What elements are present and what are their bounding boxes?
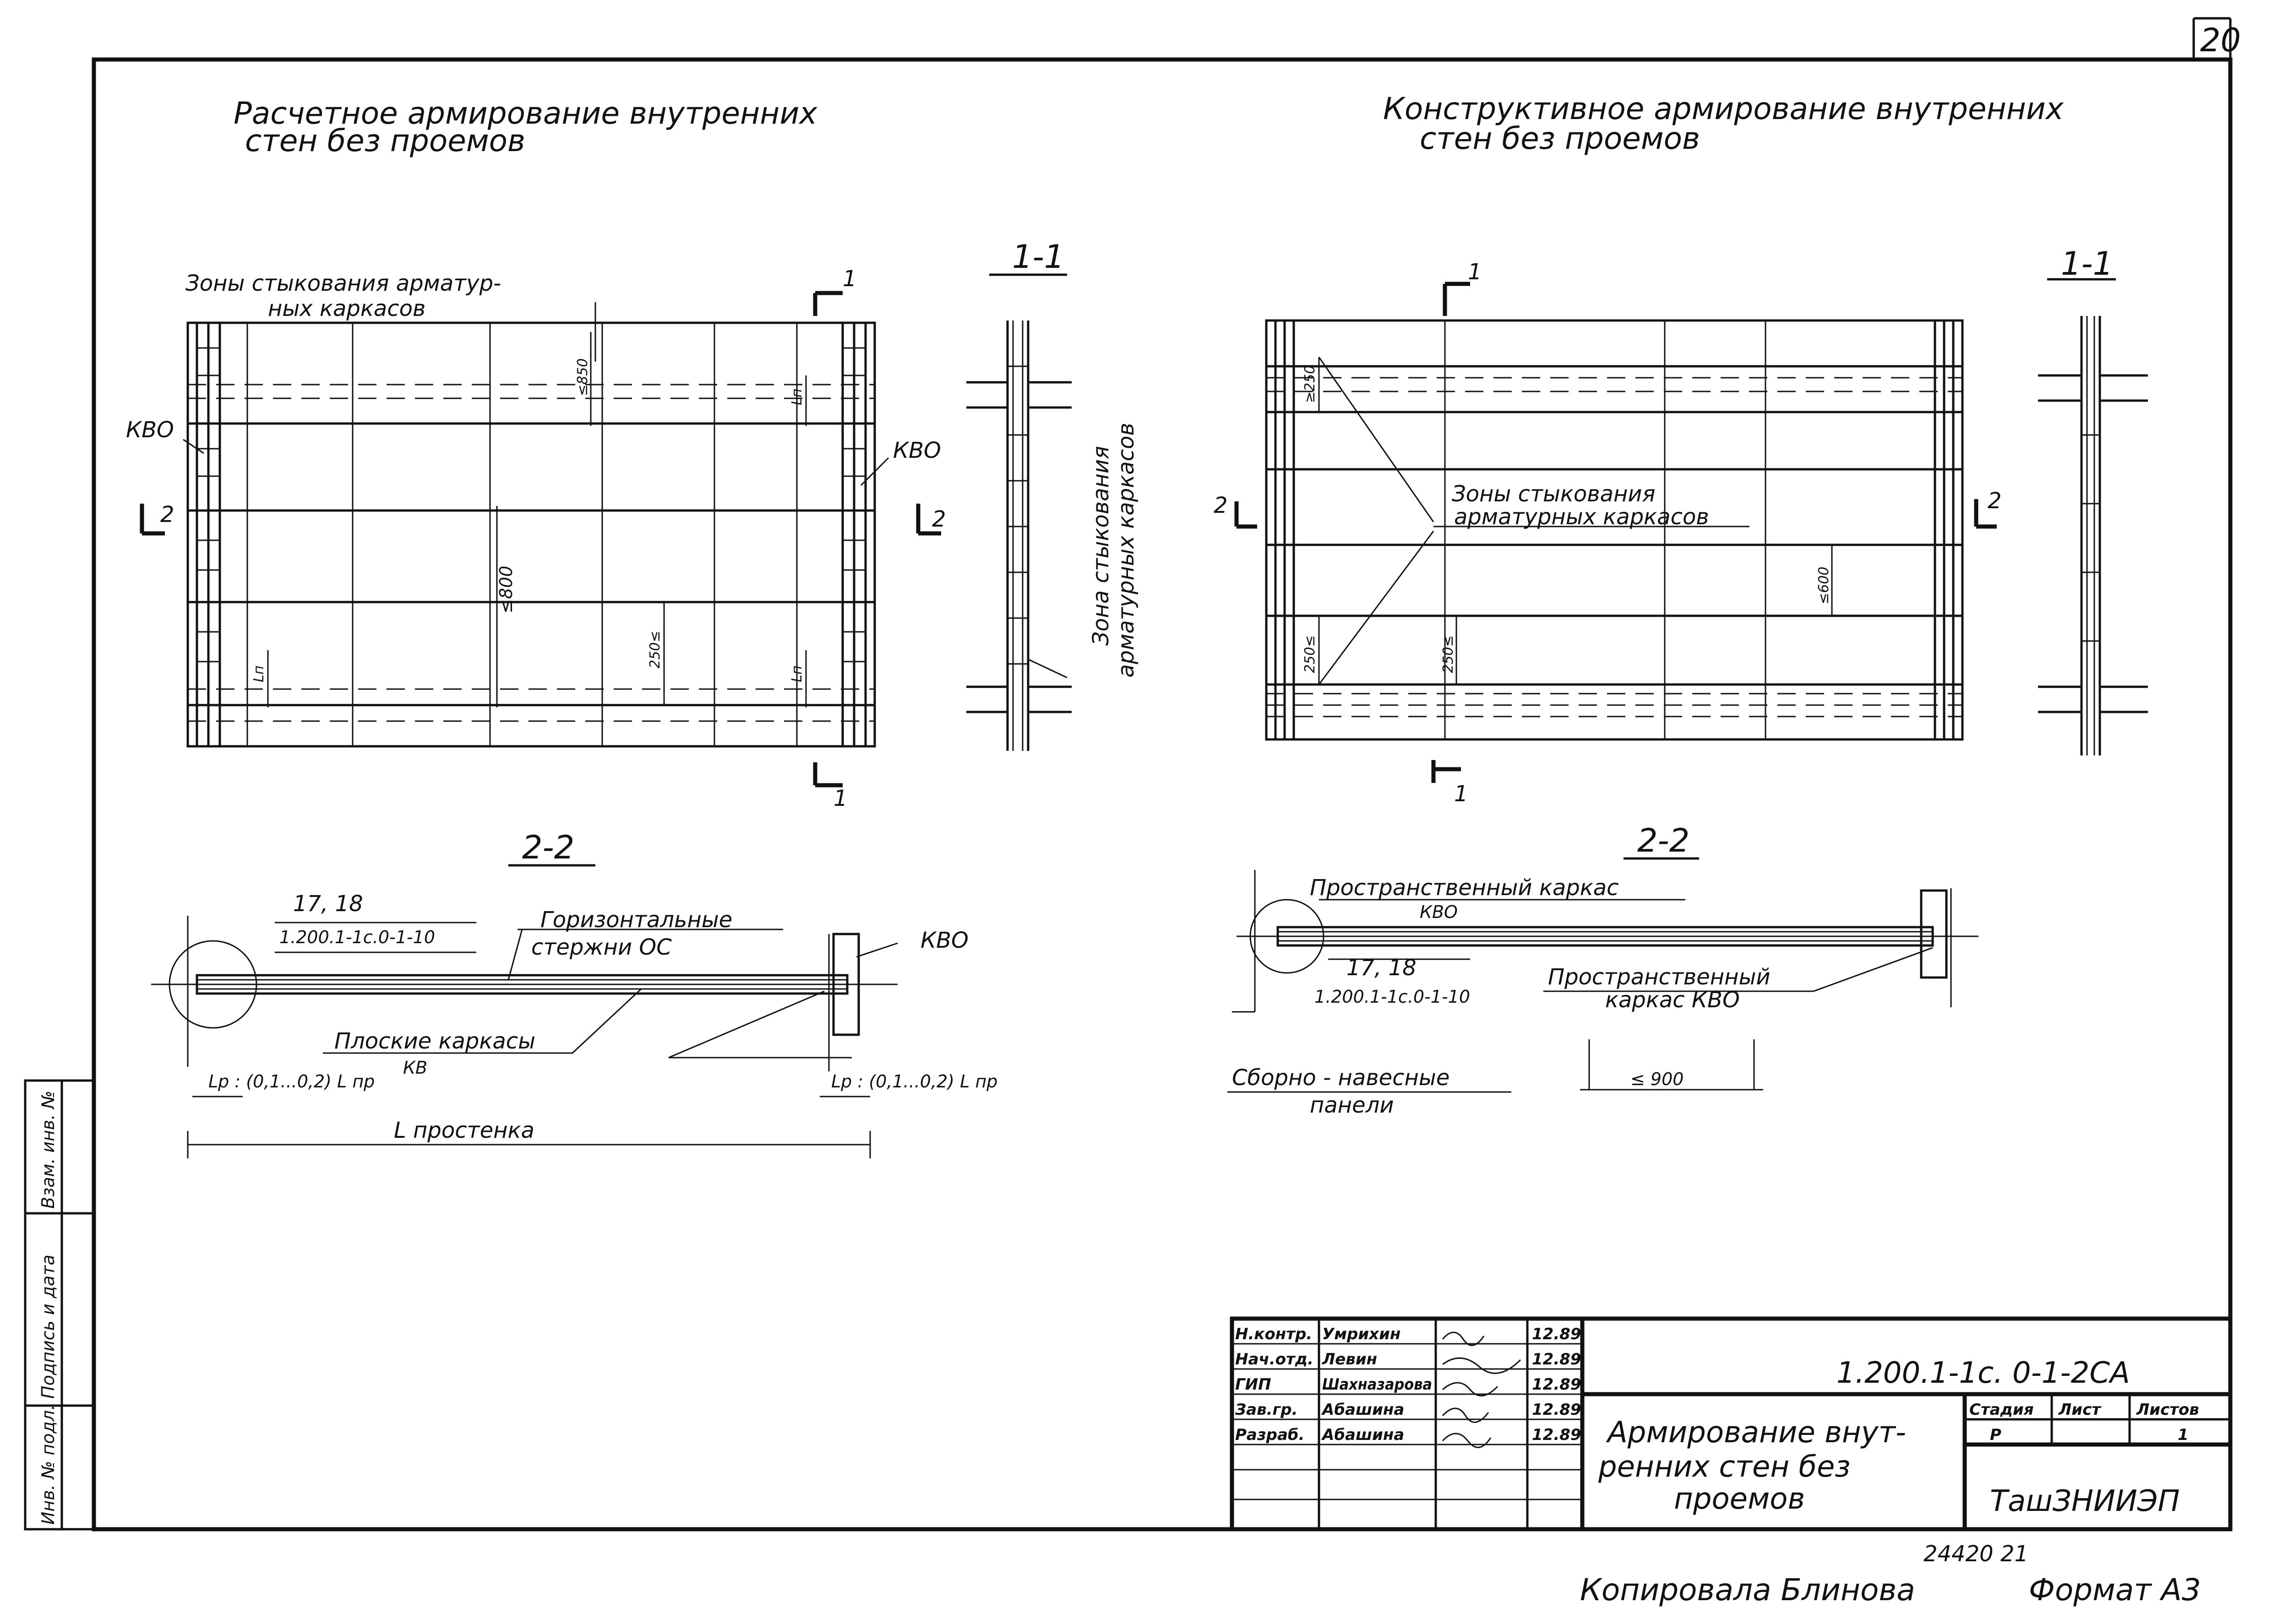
right-section-2-2: 2-2 [1637, 822, 1689, 859]
left-cut2-right: 2 [932, 506, 946, 532]
right-dim-250b: 250≤ [1302, 635, 1318, 673]
right-section-1-1: 1-1 [2061, 245, 2113, 282]
tb-row1-date: 12.89 [1532, 1325, 1581, 1343]
left-ref-num: 17, 18 [293, 891, 363, 917]
right-dim-900: ≤ 900 [1630, 1069, 1684, 1089]
tb-doc-code: 1.200.1-1с. 0-1-2СА [1836, 1356, 2130, 1390]
left-section-2-2-drawing [151, 916, 898, 1158]
right-dim-250a: ≥250 [1302, 365, 1318, 403]
right-section-1-1-drawing [2038, 316, 2148, 755]
right-spatial2-line2: каркас КВО [1605, 987, 1740, 1013]
right-dim-250c: 250≤ [1440, 635, 1456, 673]
left-title-line2: стен без проемов [245, 123, 525, 158]
stamp-inv-podl: Инв. № подл. [38, 1405, 58, 1525]
stamp-vzam: Взам. инв. № [38, 1091, 58, 1209]
left-flat-line2: КВ [403, 1058, 427, 1078]
inventory-number: 24420 21 [1923, 1541, 2028, 1567]
left-dim-lp-3: Lп [789, 666, 805, 682]
left-lp-formula-right: Lp : (0,1...0,2) L пр [831, 1071, 997, 1092]
right-panels-line2: панели [1310, 1092, 1394, 1118]
side-stamp: Инв. № подл. Подпись и дата Взам. инв. № [24, 1079, 95, 1531]
copied-by: Копировала Блинова [1580, 1572, 1915, 1608]
left-horiz-line1: Горизонтальные [540, 907, 732, 933]
left-section-2-2: 2-2 [522, 829, 574, 866]
tb-row5-role: Разраб. [1235, 1426, 1305, 1444]
tb-name-line1: Армирование внут- [1606, 1416, 1906, 1450]
left-section-1-1-drawing [966, 320, 1072, 751]
tb-stage-hdr: Стадия [1969, 1401, 2034, 1419]
stamp-sign-date: Подпись и дата [38, 1255, 58, 1399]
tb-row2-date: 12.89 [1532, 1350, 1581, 1369]
right-cut2-left: 2 [1214, 493, 1228, 518]
right-section-2-2-drawing [1227, 870, 1978, 1093]
left-zones-line2: ных каркасов [268, 296, 425, 321]
left-lp-formula-left: Lp : (0,1...0,2) L пр [208, 1071, 375, 1092]
tb-row5-name: Абашина [1321, 1426, 1404, 1444]
left-section-1-1: 1-1 [1012, 238, 1064, 276]
tb-sheets-val: 1 [2178, 1426, 2189, 1444]
tb-sheets-hdr: Листов [2136, 1401, 2199, 1419]
left-elevation [140, 291, 941, 788]
right-spatial2-line1: Пространственный [1548, 964, 1771, 990]
sheet-frame: 20 [92, 17, 2241, 1532]
left-kvo-right: КВО [893, 438, 941, 463]
tb-row4-role: Зав.гр. [1235, 1401, 1298, 1419]
left-kvo-left: КВО [126, 417, 174, 443]
right-title-line2: стен без проемов [1420, 121, 1700, 156]
title-block [1230, 1316, 2233, 1532]
tb-row3-date: 12.89 [1532, 1375, 1581, 1394]
tb-row5-date: 12.89 [1532, 1426, 1581, 1444]
tb-row1-role: Н.контр. [1235, 1325, 1312, 1343]
left-ref-doc: 1.200.1-1с.0-1-10 [279, 927, 435, 947]
right-zones-line2: арматурных каркасов [1454, 504, 1709, 530]
tb-row1-name: Умрихин [1322, 1325, 1400, 1343]
tb-row2-name: Левин [1322, 1350, 1377, 1369]
tb-name-line3: проемов [1674, 1482, 1805, 1516]
left-horiz-line2: стержни ОС [531, 934, 672, 960]
right-cut2-right: 2 [1988, 488, 2002, 514]
page-number: 20 [2200, 22, 2241, 59]
tb-row4-name: Абашина [1321, 1401, 1404, 1419]
right-elevation [1234, 282, 1997, 783]
tb-name-line2: ренних стен без [1598, 1450, 1850, 1484]
tb-org: ТашЗНИИЭП [1990, 1484, 2180, 1518]
right-cut1-bottom: 1 [1454, 781, 1468, 807]
tb-row3-name: Шахназарова [1322, 1375, 1432, 1394]
left-zone-vert-line2: арматурных каркасов [1113, 423, 1139, 678]
left-cut1-bottom: 1 [834, 786, 848, 811]
right-zones-line1: Зоны стыкования [1452, 481, 1655, 507]
tb-stage-val: Р [1990, 1426, 2001, 1444]
left-zone-vert-line1: Зона стыкования [1088, 446, 1114, 646]
right-dim-600: ≤600 [1816, 567, 1832, 604]
tb-row4-date: 12.89 [1532, 1401, 1581, 1419]
left-dim-250: 250≤ [647, 631, 663, 668]
tb-sheet-hdr: Лист [2058, 1401, 2102, 1419]
left-l-wall: L простенка [394, 1118, 534, 1143]
left-title-line1: Расчетное армирование внутренних [234, 96, 817, 131]
right-spatial-line1: Пространственный каркас [1310, 875, 1619, 901]
right-spatial-line2: КВО [1420, 902, 1458, 922]
format-label: Формат А3 [2029, 1572, 2201, 1608]
right-cut1-top: 1 [1468, 259, 1482, 285]
left-zones-line1: Зоны стыкования арматур- [185, 271, 501, 296]
left-kvo-section: КВО [921, 928, 969, 953]
left-dim-lp-1: Lп [789, 389, 805, 405]
right-panels-line1: Сборно - навесные [1232, 1065, 1449, 1091]
right-ref-num: 17, 18 [1346, 955, 1417, 981]
left-cut2-left: 2 [160, 502, 174, 527]
left-cut1-top: 1 [843, 266, 857, 292]
right-ref-doc: 1.200.1-1с.0-1-10 [1314, 987, 1470, 1007]
left-dim-850: ≤850 [575, 358, 591, 396]
right-title-line1: Конструктивное армирование внутренних [1383, 91, 2064, 126]
tb-row2-role: Нач.отд. [1235, 1350, 1313, 1369]
left-flat-line1: Плоские каркасы [334, 1028, 535, 1054]
tb-row3-role: ГИП [1235, 1375, 1271, 1394]
left-dim-800: ≤800 [496, 566, 516, 614]
left-dim-lp-2: Lп [251, 666, 267, 682]
